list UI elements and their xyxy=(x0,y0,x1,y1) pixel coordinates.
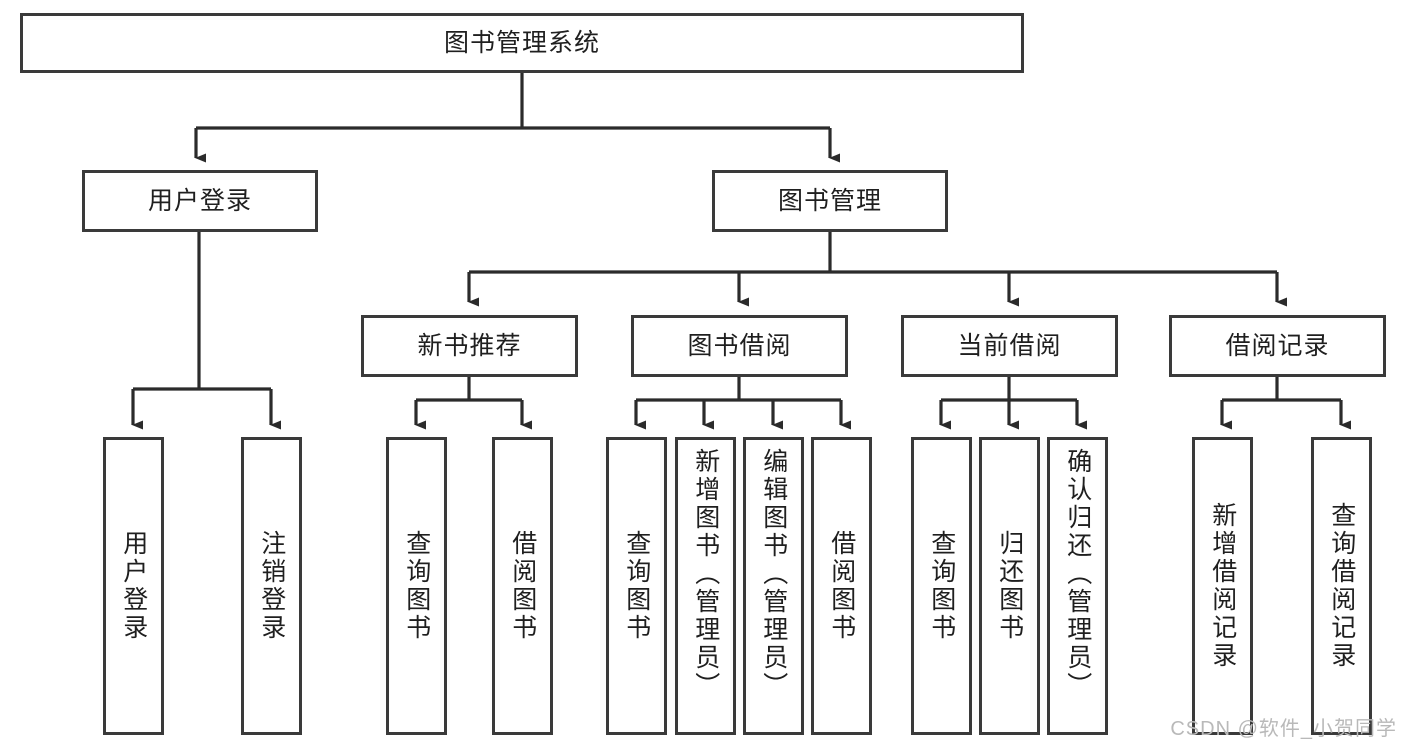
node-leaf-borrow-book-2[interactable]: 借阅图书 xyxy=(811,437,872,735)
node-leaf-add-record[interactable]: 新增借阅记录 xyxy=(1192,437,1253,735)
node-leaf-add-book-label: 新增图书（管理员） xyxy=(691,448,720,700)
node-borrow-record-label: 借阅记录 xyxy=(1225,331,1330,360)
node-leaf-user-login[interactable]: 用户登录 xyxy=(103,437,164,735)
node-leaf-borrow-book-1[interactable]: 借阅图书 xyxy=(492,437,553,735)
node-leaf-query-book-1[interactable]: 查询图书 xyxy=(386,437,447,735)
node-leaf-query-book-2-label: 查询图书 xyxy=(622,530,651,642)
node-leaf-query-book-3-label: 查询图书 xyxy=(927,530,956,642)
node-book-manage[interactable]: 图书管理 xyxy=(712,170,948,232)
node-book-borrow[interactable]: 图书借阅 xyxy=(631,315,848,377)
node-root[interactable]: 图书管理系统 xyxy=(20,13,1024,73)
node-leaf-user-login-label: 用户登录 xyxy=(119,530,148,642)
node-leaf-query-record[interactable]: 查询借阅记录 xyxy=(1311,437,1372,735)
node-leaf-query-record-label: 查询借阅记录 xyxy=(1327,502,1356,670)
node-leaf-edit-book[interactable]: 编辑图书（管理员） xyxy=(743,437,804,735)
node-user-login-label: 用户登录 xyxy=(147,186,252,215)
node-leaf-query-book-1-label: 查询图书 xyxy=(402,530,431,642)
node-current-borrow[interactable]: 当前借阅 xyxy=(901,315,1118,377)
node-leaf-edit-book-label: 编辑图书（管理员） xyxy=(759,448,788,700)
node-new-book-rec[interactable]: 新书推荐 xyxy=(361,315,578,377)
node-leaf-return-book[interactable]: 归还图书 xyxy=(979,437,1040,735)
node-leaf-confirm-return[interactable]: 确认归还（管理员） xyxy=(1047,437,1108,735)
node-leaf-borrow-book-2-label: 借阅图书 xyxy=(827,530,856,642)
node-book-manage-label: 图书管理 xyxy=(777,186,882,215)
node-leaf-add-record-label: 新增借阅记录 xyxy=(1208,502,1237,670)
node-leaf-logout-label: 注销登录 xyxy=(257,530,286,642)
node-current-borrow-label: 当前借阅 xyxy=(957,331,1062,360)
node-leaf-borrow-book-1-label: 借阅图书 xyxy=(508,530,537,642)
node-borrow-record[interactable]: 借阅记录 xyxy=(1169,315,1386,377)
node-leaf-logout[interactable]: 注销登录 xyxy=(241,437,302,735)
node-user-login[interactable]: 用户登录 xyxy=(82,170,318,232)
node-root-label: 图书管理系统 xyxy=(443,28,600,57)
node-book-borrow-label: 图书借阅 xyxy=(687,331,792,360)
node-leaf-add-book[interactable]: 新增图书（管理员） xyxy=(675,437,736,735)
node-leaf-query-book-3[interactable]: 查询图书 xyxy=(911,437,972,735)
node-leaf-query-book-2[interactable]: 查询图书 xyxy=(606,437,667,735)
watermark: CSDN @软件_小贺同学 xyxy=(1170,718,1397,740)
node-leaf-confirm-return-label: 确认归还（管理员） xyxy=(1063,448,1092,700)
node-new-book-rec-label: 新书推荐 xyxy=(417,331,522,360)
node-leaf-return-book-label: 归还图书 xyxy=(995,530,1024,642)
